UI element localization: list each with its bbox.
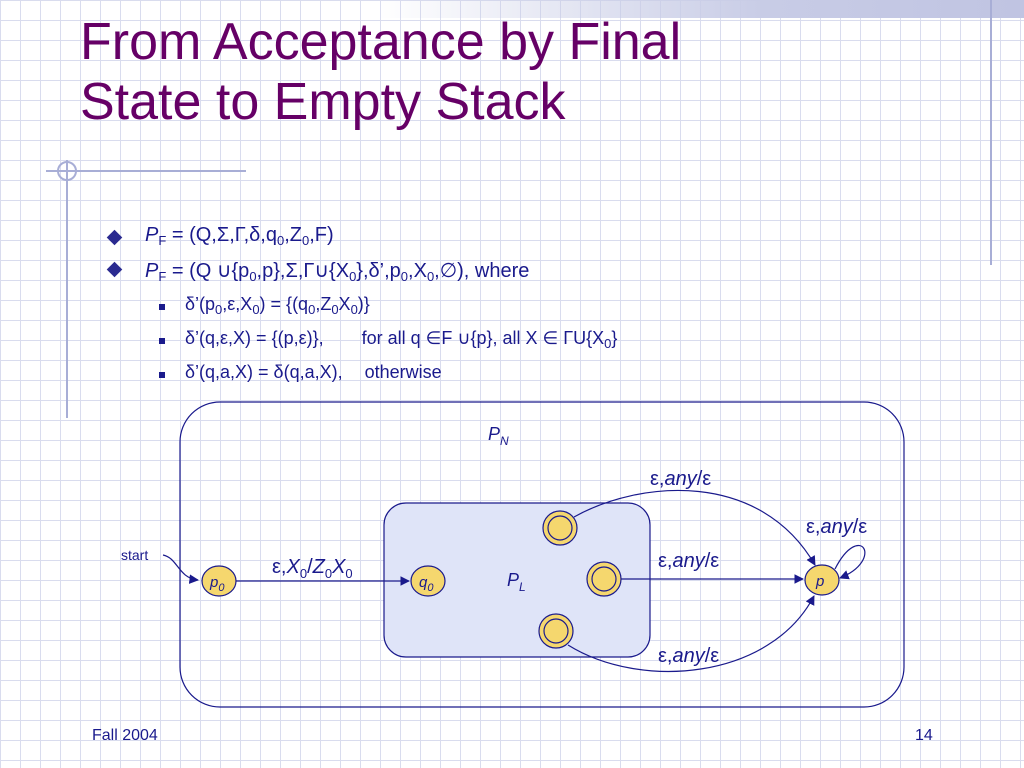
- final-state-middle: [586, 561, 622, 597]
- s1-c-sub: 0: [308, 302, 316, 317]
- pf-tail: ,F): [309, 224, 334, 246]
- bullet-pf-definition: PF = (Q,Σ,Γ,δ,q0,Z0,F): [145, 224, 334, 248]
- b2-text: = (Q ∪{p: [166, 260, 250, 282]
- s1-d-sub: 0: [331, 302, 339, 317]
- pf-sub: F: [158, 233, 167, 248]
- title-line-2: State to Empty Stack: [80, 73, 566, 131]
- s3-a: δ’(q,a,X) = δ(q,a,X),: [185, 362, 343, 382]
- s1-a-sub: 0: [215, 302, 223, 317]
- s1-b-sub: 0: [252, 302, 260, 317]
- state-q0: [410, 565, 446, 597]
- s3-b: otherwise: [364, 362, 442, 382]
- s1-f: )}: [357, 294, 370, 314]
- sub-bullet-square-icon: [159, 338, 165, 344]
- bullet-pn-definition: PF = (Q ∪{p0,p},Σ,Γ∪{X0},δ’,p0,X0,∅), wh…: [145, 258, 529, 284]
- pn-label: PN: [488, 424, 509, 448]
- q-sub: 0: [276, 233, 285, 248]
- pf2-symbol: P: [145, 260, 159, 282]
- b2-x2-sub: 0: [426, 269, 435, 284]
- slide-title: From Acceptance by Final State to Empty …: [80, 12, 840, 132]
- z-sub: 0: [302, 233, 310, 248]
- left-horizontal-rule: [46, 170, 246, 172]
- edge-self-loop: [834, 545, 866, 580]
- pn-boundary: [179, 401, 905, 708]
- b2-mid: ,p},Σ,Γ∪{X: [256, 260, 350, 282]
- final-state-top: [542, 510, 578, 546]
- start-arrow: [162, 554, 199, 584]
- s2-a: δ’(q,ε,X) = {(p,ε)},: [185, 328, 324, 348]
- pl-label: PL: [507, 570, 526, 594]
- s1-e-sub: 0: [350, 302, 358, 317]
- sub-bullet-square-icon: [159, 304, 165, 310]
- b2-p-sub: 0: [249, 269, 257, 284]
- edge-p0-q0-label: ε,X0/Z0X0: [272, 556, 353, 581]
- pl-region: [383, 502, 651, 658]
- edge-top-label: ε,any/ε: [650, 468, 711, 490]
- state-q0-label: q0: [419, 574, 434, 594]
- state-p: [804, 564, 840, 596]
- b2-mid3: ,X: [408, 260, 427, 282]
- b2-p2-sub: 0: [400, 269, 409, 284]
- start-label: start: [121, 547, 148, 563]
- s1-d: ,Z: [315, 294, 332, 314]
- left-vertical-rule: [66, 160, 68, 418]
- pf-symbol: P: [145, 224, 159, 246]
- title-line-1: From Acceptance by Final: [80, 13, 682, 71]
- right-vertical-rule: [990, 0, 992, 265]
- s1-e: X: [338, 294, 351, 314]
- state-p-label: p: [815, 573, 824, 590]
- sub-bullet-2: δ’(q,ε,X) = {(p,ε)}, for all q ∈F ∪{p}, a…: [185, 328, 617, 351]
- edge-loop-label: ε,any/ε: [806, 516, 867, 538]
- sub-bullet-3: δ’(q,a,X) = δ(q,a,X), otherwise: [185, 362, 442, 383]
- edge-bottom: [567, 595, 815, 673]
- sub-bullet-square-icon: [159, 372, 165, 378]
- s1-a: δ’(p: [185, 294, 216, 314]
- b2-mid2: },δ’,p: [356, 260, 401, 282]
- b2-tail: ,∅), where: [434, 260, 530, 282]
- edge-bottom-label: ε,any/ε: [658, 645, 719, 667]
- pf2-sub: F: [158, 269, 167, 284]
- z-text: ,Z: [284, 224, 302, 246]
- edge-top: [573, 489, 816, 566]
- footer-page-number: 14: [915, 727, 933, 744]
- final-state-bottom: [538, 613, 574, 649]
- s2-b-sub: 0: [604, 336, 612, 351]
- s2-b: for all q ∈F ∪{p}, all X ∈ ΓU{X: [361, 328, 605, 348]
- s1-c: ) = {(q: [259, 294, 309, 314]
- s2-c: }: [611, 328, 618, 348]
- crosshair-icon: [57, 161, 77, 181]
- s1-b: ,ε,X: [222, 294, 253, 314]
- pf-tuple-text: = (Q,Σ,Γ,δ,q: [166, 224, 277, 246]
- state-p0-label: p0: [209, 574, 225, 594]
- b2-x-sub: 0: [349, 269, 357, 284]
- top-decoration-bar: [378, 0, 1024, 18]
- sub-bullet-1: δ’(p0,ε,X0) = {(q0,Z0X0)}: [185, 294, 370, 317]
- footer-date: Fall 2004: [92, 727, 158, 744]
- edge-middle-label: ε,any/ε: [658, 550, 719, 572]
